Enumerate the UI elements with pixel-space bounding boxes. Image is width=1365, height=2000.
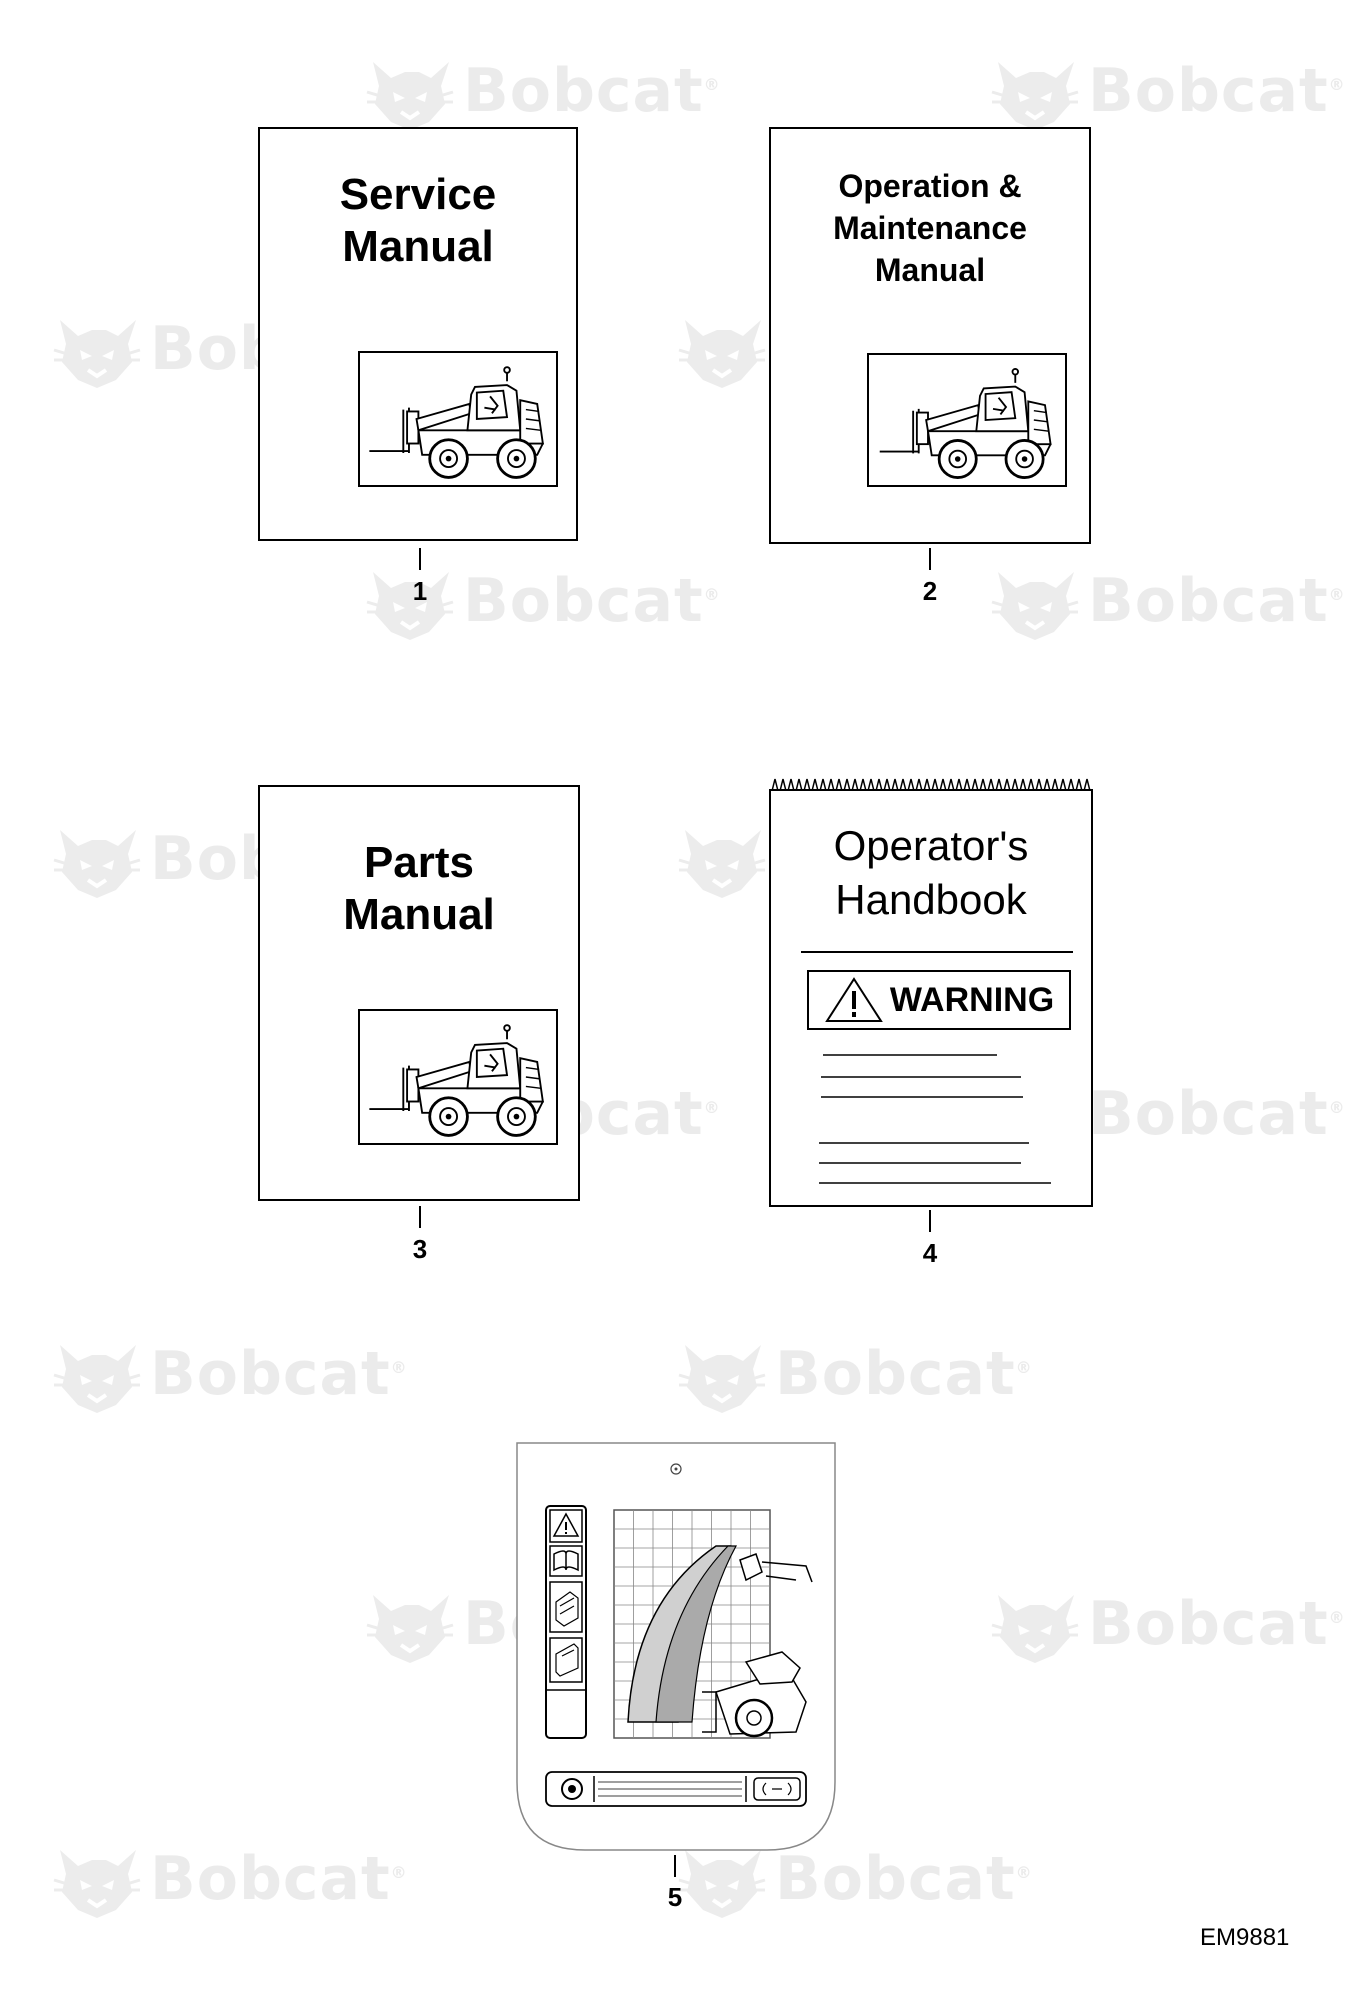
callout-leader	[674, 1855, 676, 1877]
title-line: Maintenance	[833, 210, 1027, 246]
watermark-brand-text: Bobcat®	[463, 566, 721, 636]
warning-triangle-icon	[824, 977, 883, 1022]
bobcat-watermark: Bobcat®	[52, 1840, 407, 1920]
bobcat-watermark: Bobcat®	[677, 1840, 1032, 1920]
operation-maintenance-manual-title: Operation & Maintenance Manual	[771, 165, 1089, 291]
title-line: Manual	[342, 222, 494, 271]
operators-handbook-cover: Operator's Handbook WARNING	[769, 789, 1093, 1207]
callout-1: 1	[412, 576, 428, 606]
service-manual-title: Service Manual	[260, 169, 576, 273]
bobcat-watermark: Bobcat®	[990, 1585, 1345, 1665]
operators-handbook: Operator's Handbook WARNING	[769, 775, 1093, 1207]
parts-manual-title: Parts Manual	[260, 837, 578, 941]
load-chart-footer-strip	[545, 1771, 807, 1807]
machine-illustration-box	[358, 1009, 558, 1145]
callout-3: 3	[412, 1234, 428, 1264]
bobcat-watermark: Bobcat®	[990, 562, 1345, 642]
telehandler-icon	[367, 1023, 545, 1137]
warning-text: WARNING	[889, 980, 1055, 1019]
callout-leader	[419, 1206, 421, 1228]
load-chart-decal	[516, 1442, 836, 1851]
watermark-brand-text: Bobcat®	[1088, 1589, 1346, 1659]
watermark-brand-text: Bobcat®	[1088, 566, 1346, 636]
watermark-brand-text: Bobcat®	[775, 1339, 1033, 1409]
bobcat-logo-icon	[678, 830, 766, 898]
callout-leader	[929, 1210, 931, 1232]
bobcat-logo-icon	[991, 62, 1079, 130]
operation-maintenance-manual-cover: Operation & Maintenance Manual	[769, 127, 1091, 544]
title-divider	[801, 951, 1073, 953]
stabiliser-icon	[762, 1782, 792, 1796]
bobcat-logo-icon	[53, 320, 141, 388]
callout-5: 5	[667, 1882, 683, 1912]
callout-leader	[929, 548, 931, 570]
operators-handbook-title: Operator's Handbook	[771, 819, 1091, 927]
title-line: Service	[339, 170, 497, 219]
telehandler-icon	[367, 365, 545, 479]
title-line: Manual	[343, 890, 495, 939]
watermark-brand-text: Bobcat®	[150, 1339, 408, 1409]
watermark-brand-text: Bobcat®	[775, 1844, 1033, 1914]
title-line: Manual	[874, 252, 986, 288]
bobcat-logo-icon	[678, 1345, 766, 1413]
callout-leader	[419, 548, 421, 570]
bobcat-logo-icon	[991, 572, 1079, 640]
parts-manual-cover: Parts Manual	[258, 785, 580, 1201]
title-line: Parts	[363, 838, 475, 887]
bobcat-logo-icon	[366, 62, 454, 130]
attachment-pictogram-icon	[555, 1591, 579, 1627]
callout-2: 2	[922, 576, 938, 606]
machine-illustration-box	[867, 353, 1067, 487]
bobcat-watermark: Bobcat®	[52, 1335, 407, 1415]
watermark-brand-text: Bobcat®	[1088, 56, 1346, 126]
bobcat-logo-icon	[678, 320, 766, 388]
bobcat-logo-icon	[366, 1595, 454, 1663]
title-line: Operation &	[838, 168, 1022, 204]
watermark-brand-text: Bobcat®	[1088, 1079, 1346, 1149]
bobcat-logo-icon	[53, 1850, 141, 1918]
telehandler-icon	[878, 367, 1052, 479]
pictogram-column	[545, 1505, 587, 1739]
load-chart-grid	[613, 1509, 813, 1739]
bobcat-logo-icon	[991, 1595, 1079, 1663]
callout-4: 4	[922, 1238, 938, 1268]
machine-illustration-box	[358, 351, 558, 487]
figure-code: EM9881	[1200, 1924, 1290, 1951]
bobcat-watermark: Bobcat®	[365, 52, 720, 132]
bobcat-logo-icon	[53, 1345, 141, 1413]
service-manual-cover: Service Manual	[258, 127, 578, 541]
load-zone-inner	[655, 1545, 738, 1723]
bobcat-watermark: Bobcat®	[677, 1335, 1032, 1415]
warning-label: WARNING	[807, 970, 1071, 1030]
fork-pictogram-icon	[555, 1643, 579, 1677]
watermark-brand-text: Bobcat®	[150, 1844, 408, 1914]
watermark-brand-text: Bobcat®	[463, 56, 721, 126]
bobcat-logo-icon	[53, 830, 141, 898]
bobcat-watermark: Bobcat®	[990, 52, 1345, 132]
manual-book-icon	[553, 1550, 579, 1572]
title-line: Handbook	[835, 876, 1027, 923]
text-lines-placeholder	[819, 1054, 1051, 1184]
title-line: Operator's	[833, 822, 1029, 869]
